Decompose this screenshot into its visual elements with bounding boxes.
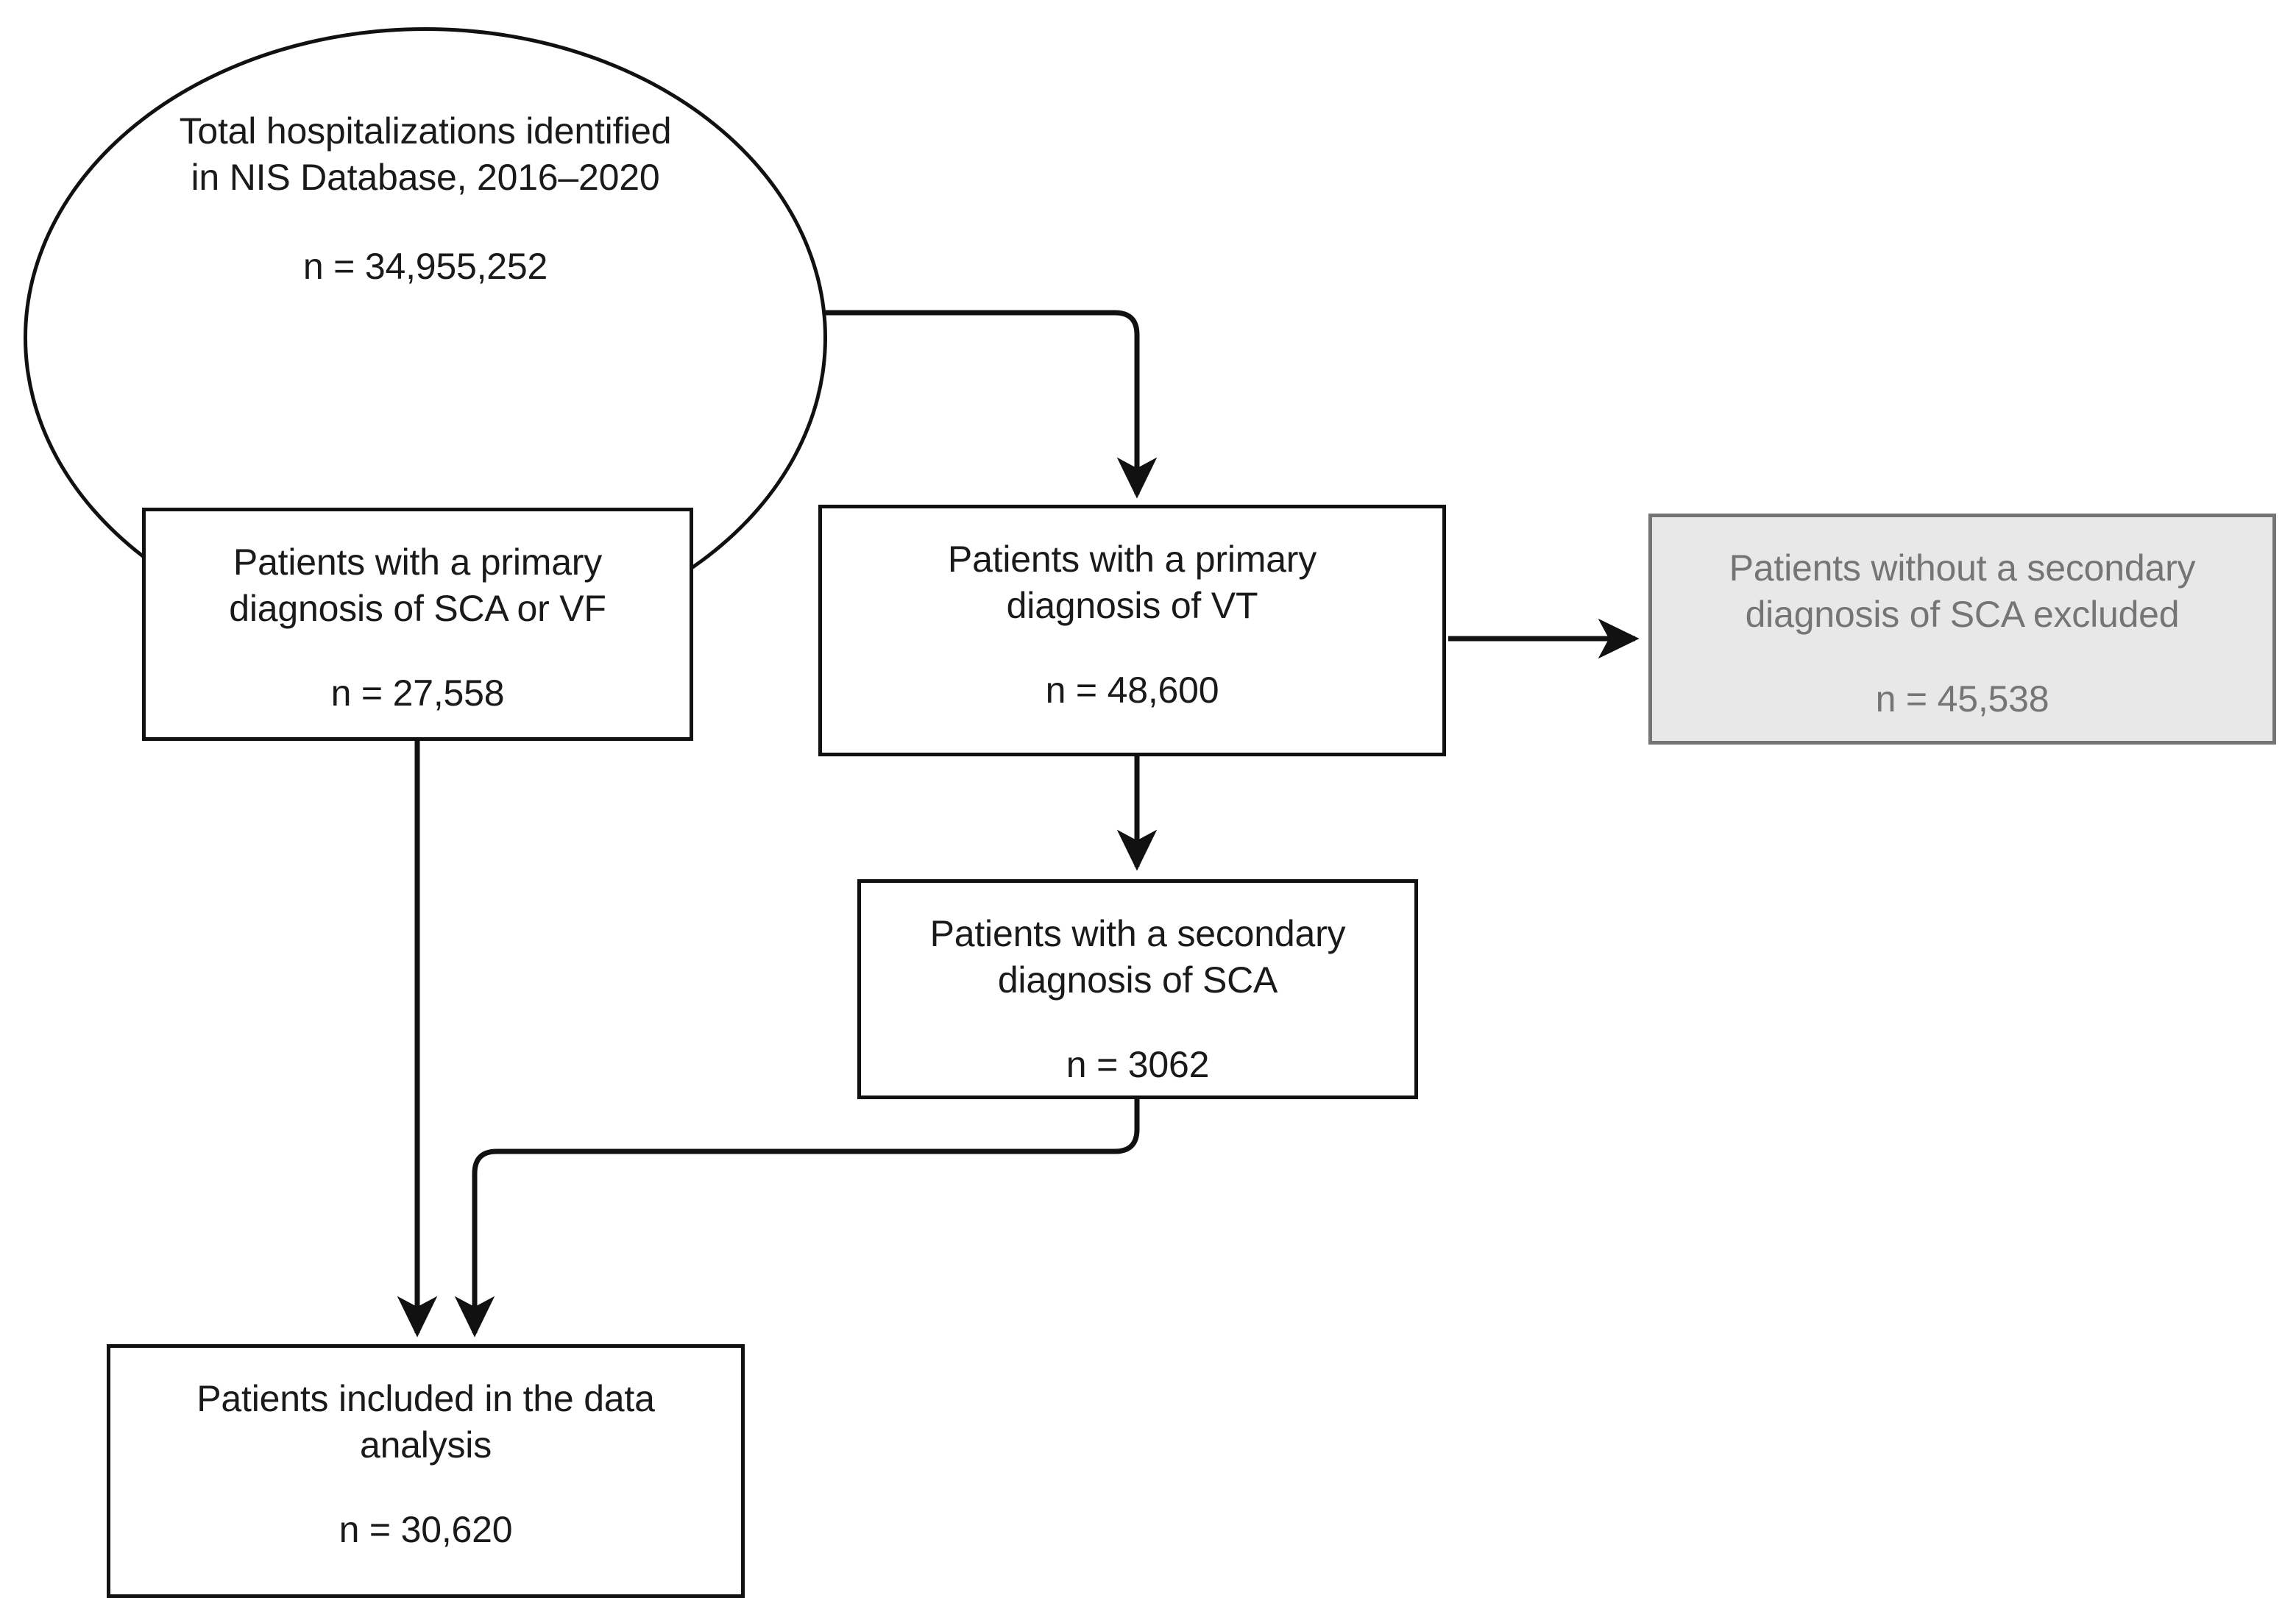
node-count: n = 48,600 [1045,670,1219,711]
node-label: Patients without a secondary diagnosis o… [1729,547,2196,635]
node-count: n = 27,558 [330,672,505,714]
node-count: n = 34,955,252 [302,246,548,287]
node-count: n = 30,620 [339,1509,513,1550]
node-label: Total hospitalizations identified in NIS… [179,110,672,198]
node-secondary-sca[interactable]: Patients with a secondary diagnosis of S… [857,879,1418,1099]
node-label: Patients with a secondary diagnosis of S… [929,913,1346,1001]
node-excluded-no-secondary-sca[interactable]: Patients without a secondary diagnosis o… [1648,514,2276,745]
node-count: n = 45,538 [1875,678,2049,720]
node-label: Patients included in the data analysis [196,1378,655,1466]
node-label: Patients with a primary diagnosis of SCA… [229,541,606,629]
node-primary-vt[interactable]: Patients with a primary diagnosis of VT … [818,505,1446,756]
node-count: n = 3062 [1066,1044,1210,1085]
node-primary-sca-vf[interactable]: Patients with a primary diagnosis of SCA… [142,508,693,741]
node-label: Patients with a primary diagnosis of VT [947,539,1317,626]
edge-secondary-sca-to-included [454,1099,1140,1338]
node-included-analysis[interactable]: Patients included in the data analysis n… [107,1344,745,1598]
